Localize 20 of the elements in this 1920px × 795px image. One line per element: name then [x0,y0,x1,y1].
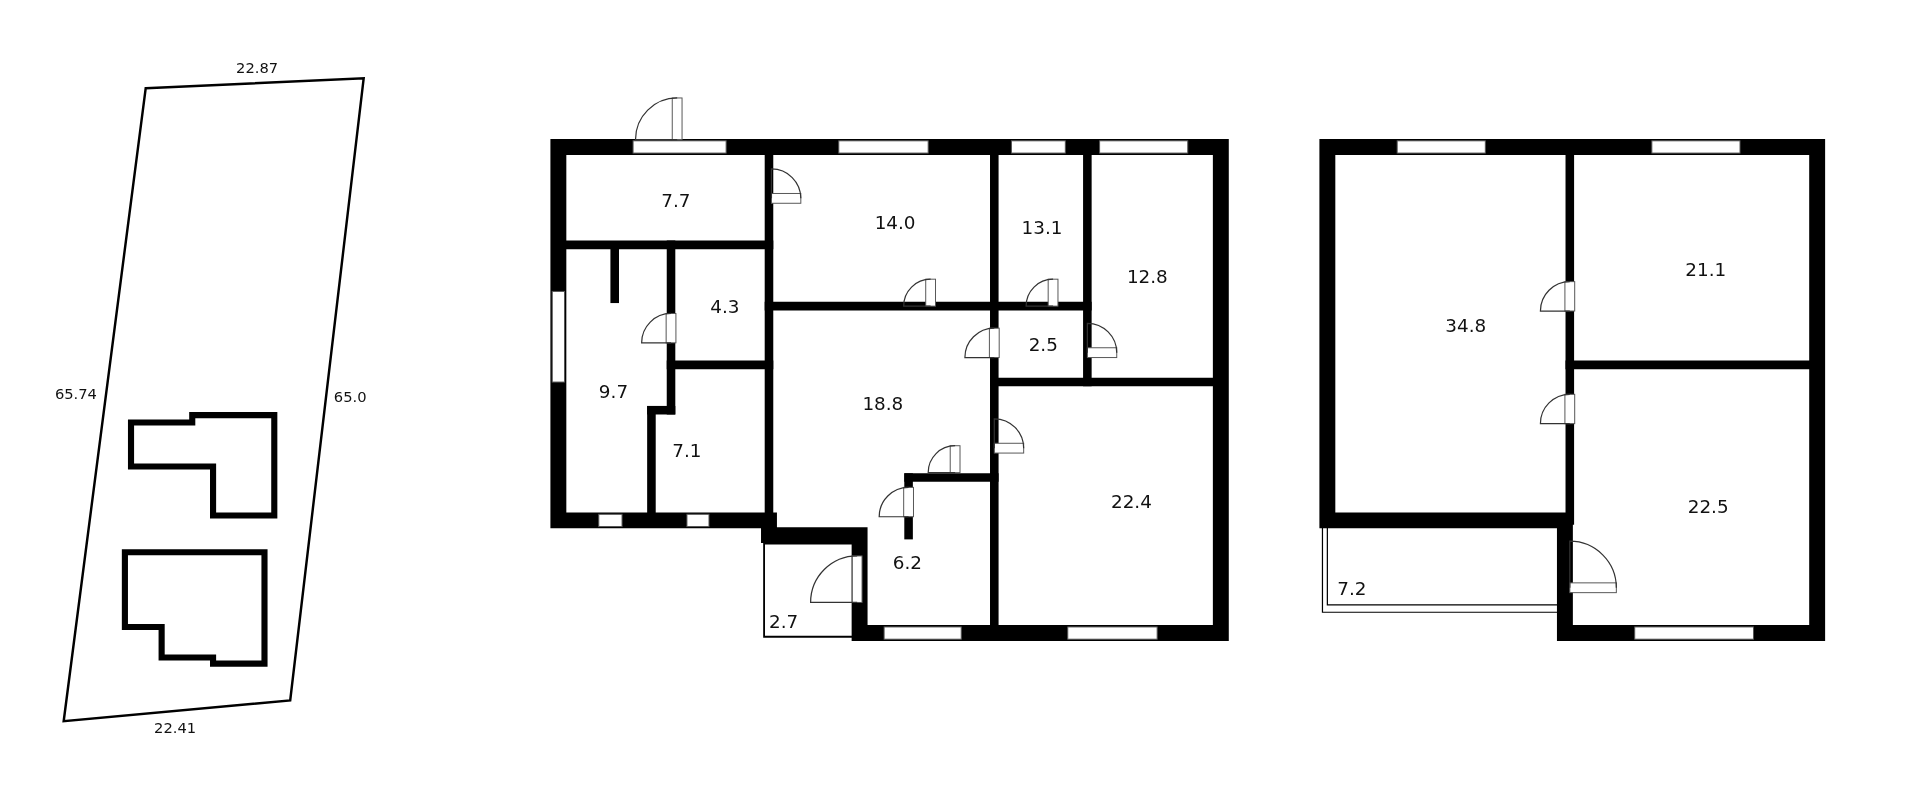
room-area-label: 9.7 [598,380,629,403]
dimension-label: 65.74 [54,385,97,403]
room-area-label: 14.0 [874,211,916,234]
room-area-label: 7.1 [672,439,702,462]
room-area-label: 18.8 [862,393,904,416]
room-area-label: 2.5 [1028,334,1058,357]
room-area-label: 22.5 [1687,495,1729,518]
dimension-label: 65.0 [333,388,367,406]
room-area-label: 4.3 [710,296,740,319]
room-area-label: 13.1 [1021,216,1063,239]
dimension-label: 22.87 [236,60,279,78]
room-area-label: 21.1 [1685,258,1727,281]
room-area-label: 6.2 [892,552,922,575]
room-area-label: 2.7 [769,611,799,634]
room-area-label: 7.2 [1337,577,1367,600]
dimension-label: 22.41 [154,720,197,738]
room-area-label: 34.8 [1445,314,1487,337]
room-area-label: 7.7 [661,189,691,212]
room-area-label: 22.4 [1111,491,1152,514]
room-area-label: 12.8 [1126,265,1168,288]
